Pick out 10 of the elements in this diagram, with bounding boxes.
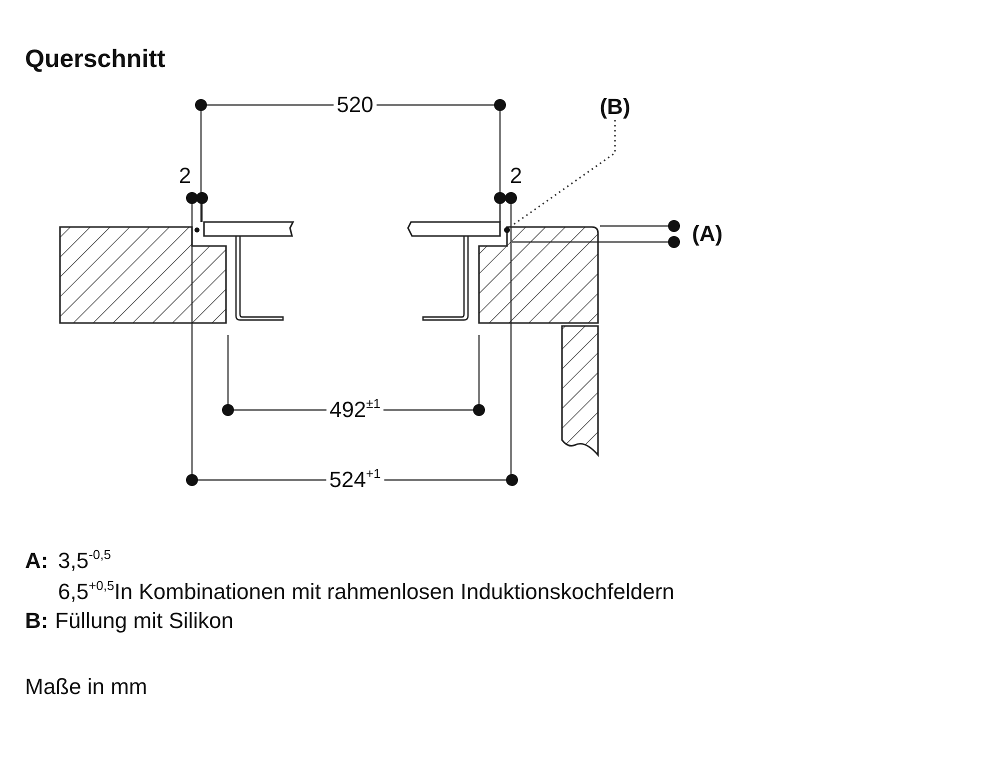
- note-text: Füllung mit Silikon: [55, 610, 234, 632]
- leader-line: [510, 120, 616, 228]
- callout-label: (A): [692, 223, 723, 245]
- note-text: 3,5$^{-0,5}$: [58, 550, 111, 572]
- note-key: A:: [25, 550, 48, 572]
- title: Querschnitt: [25, 47, 166, 72]
- note-text: 6,5$^{+0,5}$In Kombinationen mit rahmenlosen Induktionskochfeldern: [58, 581, 674, 603]
- sealant-dot: [504, 227, 510, 233]
- note-text: Maße in mm: [25, 676, 148, 698]
- note-key: B:: [25, 610, 48, 632]
